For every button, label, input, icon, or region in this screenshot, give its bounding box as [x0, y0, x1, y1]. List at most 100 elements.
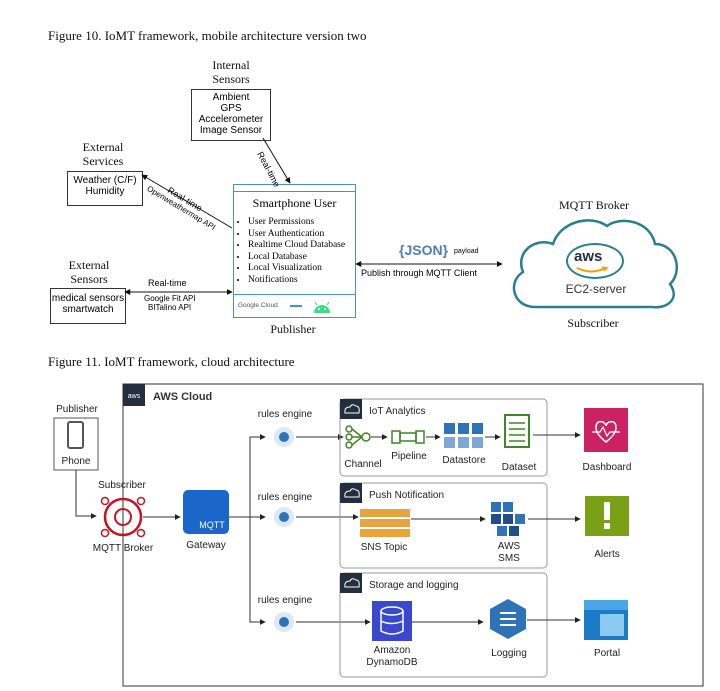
figure10-caption: Figure 10. IoMT framework, mobile archit… — [48, 28, 367, 43]
arrow-services — [141, 174, 233, 229]
push-notification-group — [339, 482, 548, 569]
figure10-arrows — [124, 137, 503, 295]
figure11-diagram: aws AWS Cloud Publisher Phone Subscriber… — [53, 383, 704, 687]
rules-engine-icon — [274, 507, 294, 527]
phone-icon — [67, 421, 84, 449]
mqtt-broker-title: MQTT Broker — [558, 198, 630, 212]
json-label: {JSON} — [399, 242, 449, 258]
external-services-title-2: Services — [82, 154, 124, 168]
gateway-text: Gateway — [186, 540, 225, 551]
dataset-icon — [504, 414, 530, 448]
dynamodb-icon — [372, 601, 412, 641]
smartphone-feature-list: User Permissions User Authentication Rea… — [234, 217, 355, 286]
push-notification-title: Push Notification — [369, 490, 444, 501]
subscriber-label: Subscriber — [567, 316, 619, 330]
feature-item: Realtime Cloud Database — [248, 240, 355, 252]
aws-logo-circle — [566, 243, 624, 279]
service-humidity: Humidity — [85, 186, 125, 197]
feature-item: User Authentication — [248, 229, 355, 241]
alerts-icon — [585, 496, 629, 536]
internal-sensors-title-1: Internal — [212, 58, 250, 72]
sensor-image: Image Sensor — [199, 125, 263, 136]
sns-topic-icon — [360, 509, 410, 537]
publisher-text: Publisher — [56, 404, 98, 415]
external-services-title-1: External — [82, 140, 124, 154]
service-weather: Weather (C/F) — [73, 175, 137, 186]
rules-engine-label-3: rules engine — [258, 595, 313, 606]
external-services-title: External Services — [72, 140, 134, 168]
sensors-realtime-label: Real-time — [148, 278, 187, 288]
gateway-mqtt-text: MQTT — [199, 520, 225, 530]
payload-label: payload — [454, 248, 479, 255]
channel-text: Channel — [344, 459, 381, 470]
sensors-api-2: BITalino API — [148, 303, 192, 312]
portal-icon — [584, 600, 628, 640]
external-sensors-title-1: External — [68, 258, 110, 272]
external-sensors-title: External Sensors — [58, 258, 120, 286]
feature-item: Local Visualization — [248, 263, 355, 275]
internal-sensors-box: Ambient GPS Accelerometer Image Sensor — [191, 89, 271, 141]
portal-text: Portal — [594, 648, 620, 659]
dashboard-text: Dashboard — [583, 462, 632, 473]
mqtt-broker-text: MQTT Broker — [93, 543, 154, 554]
google-cloud-label: Google Cloud — [238, 302, 278, 309]
pipeline-text: Pipeline — [391, 451, 427, 462]
datastore-icon — [444, 423, 483, 448]
cloud-group-icon — [340, 399, 362, 419]
cloud-group-icon — [340, 573, 362, 593]
aws-badge-text: aws — [128, 393, 141, 400]
ec2-server-label: EC2-server — [565, 282, 627, 296]
internal-sensors-title: Internal Sensors — [200, 58, 262, 86]
dataset-text: Dataset — [502, 462, 537, 473]
cloud-group-icon — [340, 483, 362, 503]
dynamodb-text-2: DynamoDB — [366, 657, 417, 668]
external-services-box: Weather (C/F) Humidity — [67, 171, 143, 206]
sensor-ambient: Ambient — [212, 92, 250, 103]
sensor-medical: medical sensors — [51, 293, 125, 304]
feature-item: Notifications — [248, 275, 355, 287]
aws-smile-icon — [576, 266, 609, 273]
arrow-internal — [262, 137, 291, 184]
alerts-text: Alerts — [594, 549, 620, 560]
logging-text: Logging — [491, 648, 527, 659]
datastore-text: Datastore — [442, 455, 486, 466]
logging-icon — [490, 599, 526, 639]
sensor-accelerometer: Accelerometer — [198, 114, 264, 125]
rules-engine-label-2: rules engine — [258, 492, 313, 503]
external-sensors-box: medical sensors smartwatch — [50, 288, 126, 324]
aws-cloud-label: AWS Cloud — [153, 391, 212, 403]
smartphone-frame: Smartphone User User Permissions User Au… — [233, 184, 356, 318]
external-sensors-title-2: Sensors — [70, 272, 108, 286]
rules-engine-label-1: rules engine — [258, 409, 313, 420]
aws-sms-text-2: SMS — [498, 553, 520, 564]
sensor-gps: GPS — [220, 103, 242, 114]
subscriber-text: Subscriber — [98, 480, 146, 491]
rules-engine-icon — [274, 427, 294, 447]
aws-sms-text-1: AWS — [498, 541, 521, 552]
sns-topic-text: SNS Topic — [361, 542, 408, 553]
storage-title: Storage and logging — [369, 580, 459, 591]
aws-logo-text: aws — [574, 248, 603, 265]
arrow-gateway-rules1 — [249, 434, 266, 517]
arrow-phone-broker — [75, 470, 97, 519]
feature-item: User Permissions — [248, 217, 355, 229]
publisher-label: Publisher — [270, 322, 316, 336]
mqtt-broker-icon — [100, 496, 146, 538]
smartphone-title: Smartphone User — [252, 196, 337, 210]
iot-analytics-group — [339, 398, 548, 477]
aws-badge — [123, 384, 145, 406]
gateway-icon — [183, 490, 229, 534]
storage-group — [339, 572, 548, 678]
publish-label: Publish through MQTT Client — [361, 268, 477, 278]
pipeline-icon — [391, 430, 425, 444]
channel-icon — [345, 425, 371, 449]
rules-engine-icon — [274, 612, 294, 632]
sensors-api-1: Google Fit API — [144, 294, 196, 303]
phone-text: Phone — [62, 456, 91, 467]
aws-sms-icon — [491, 502, 525, 536]
internal-sensors-title-2: Sensors — [212, 72, 250, 86]
dynamodb-text-1: Amazon — [374, 645, 411, 656]
smartphone-footer: Google Cloud — [234, 294, 355, 317]
feature-item: Local Database — [248, 252, 355, 264]
android-icon — [314, 301, 330, 313]
